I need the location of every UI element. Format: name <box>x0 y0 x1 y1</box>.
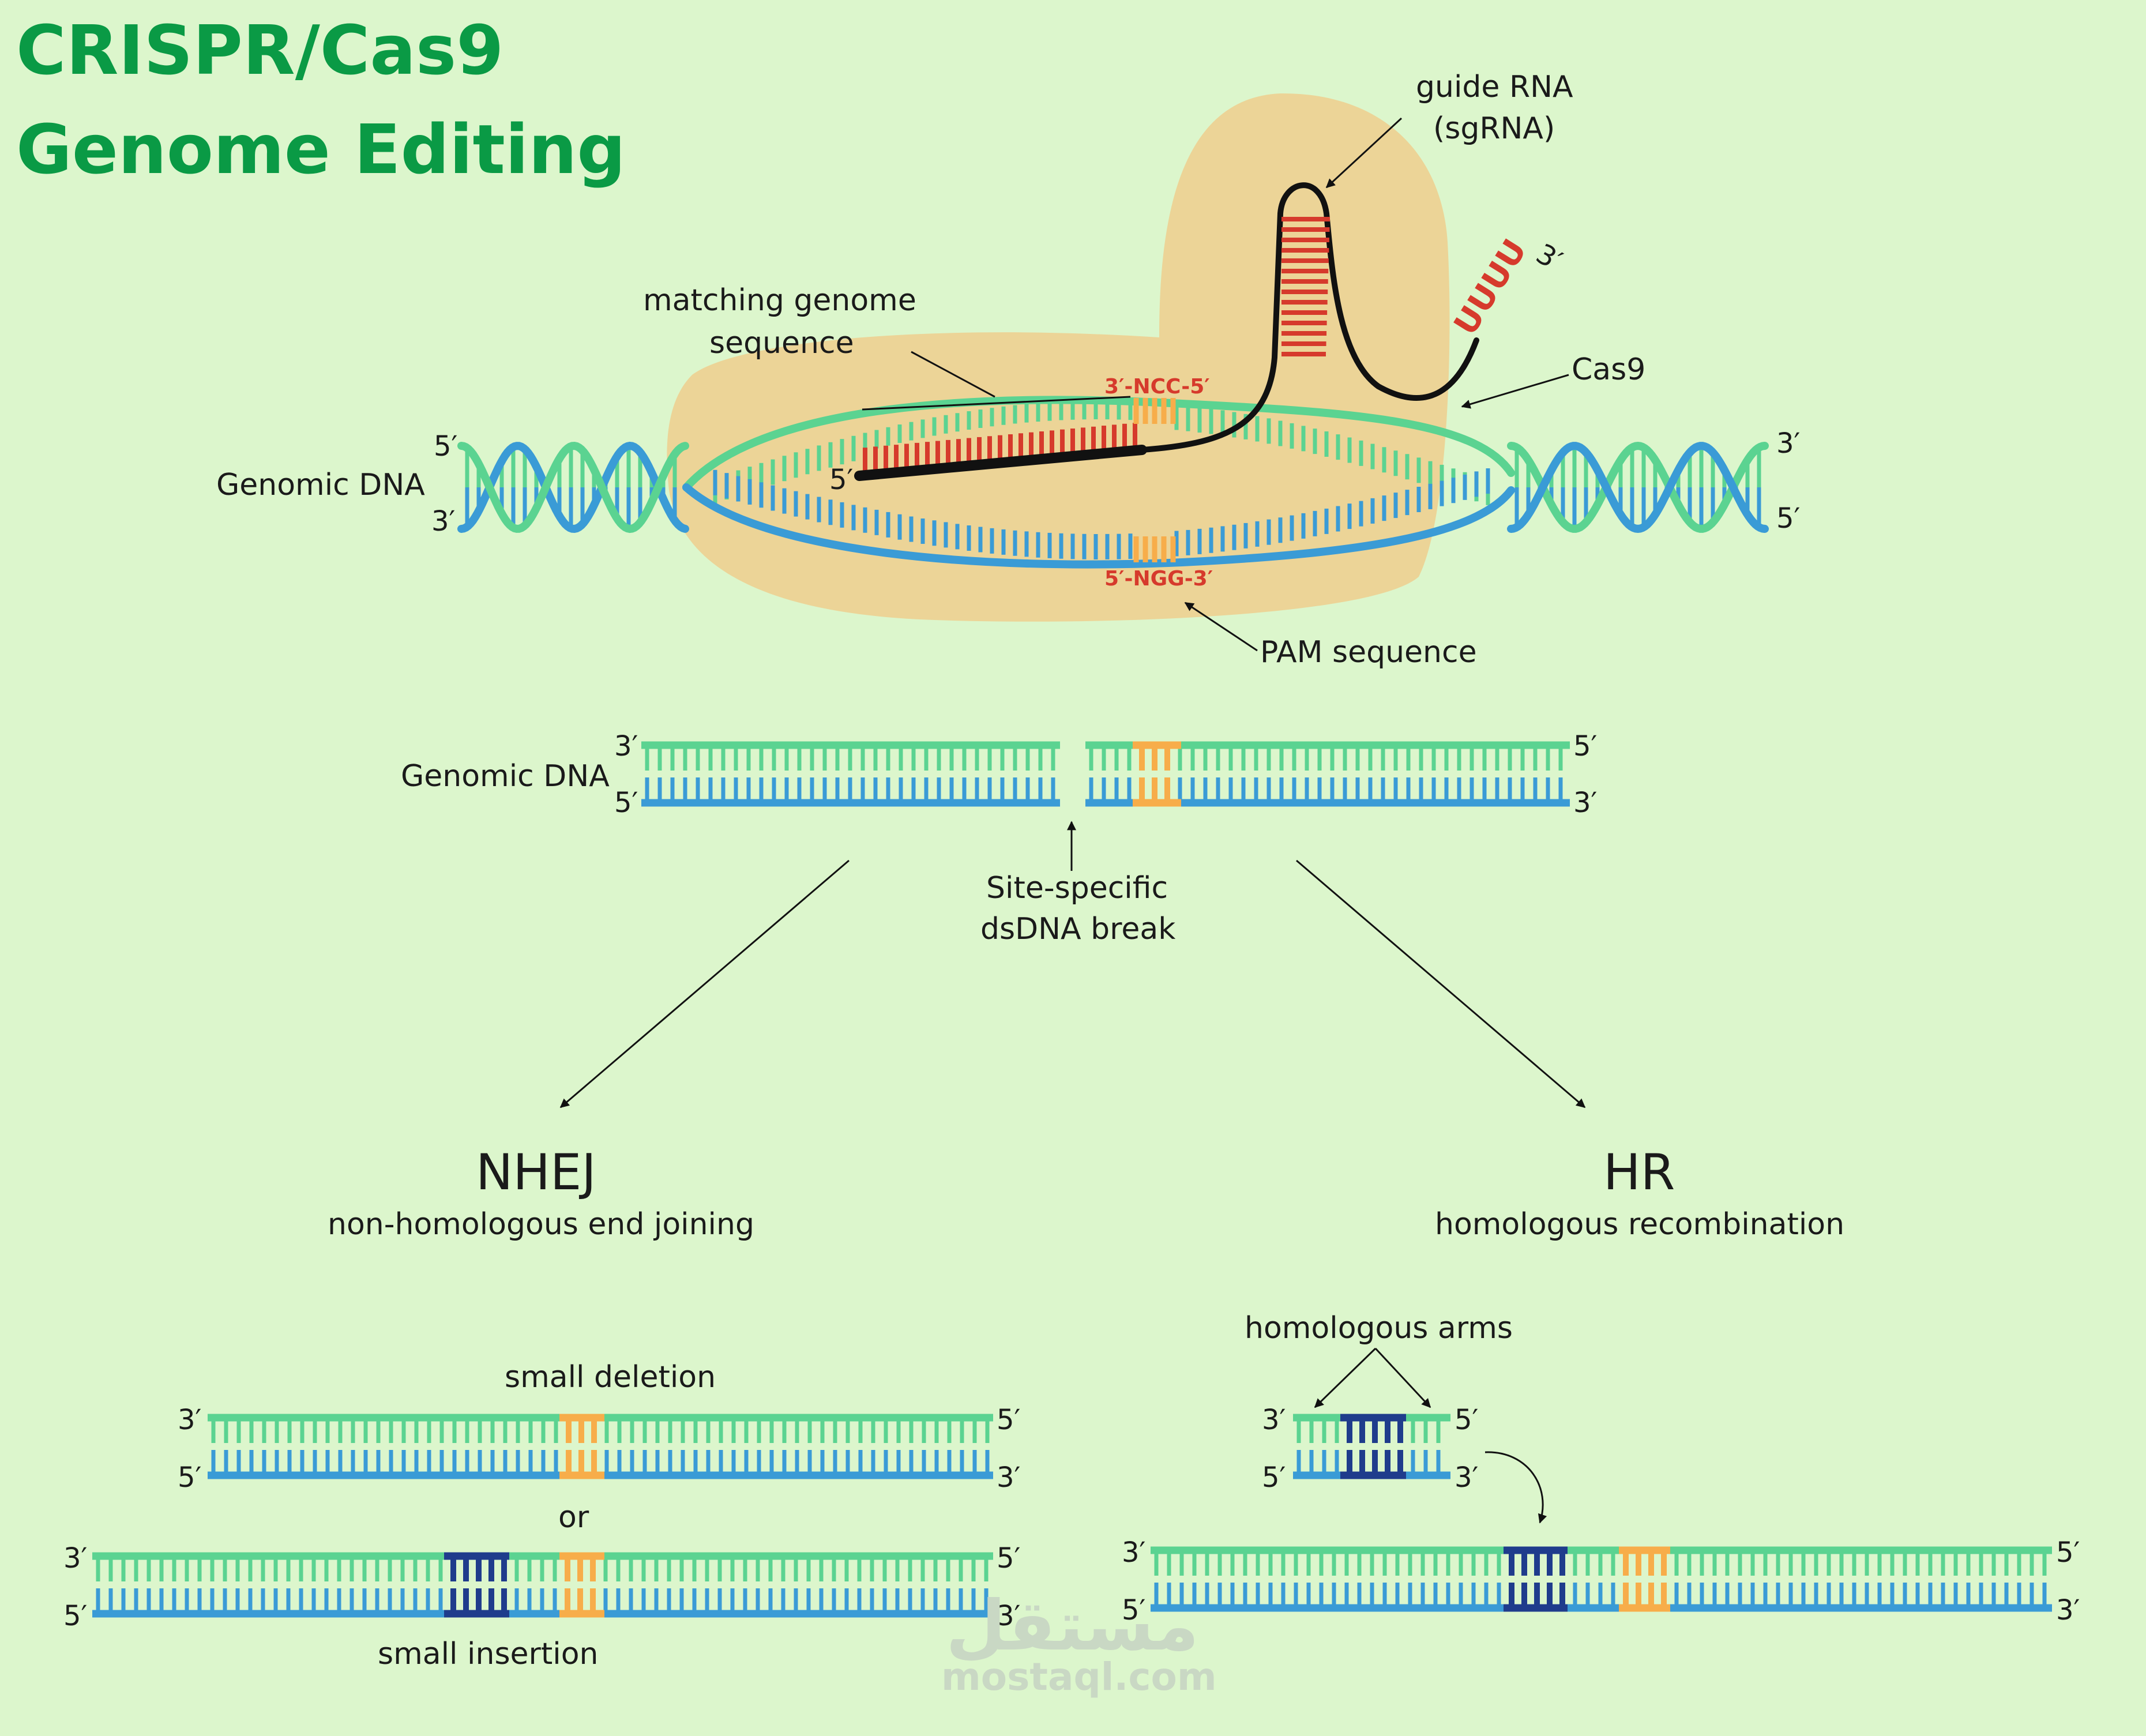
donor-dna <box>1293 1414 1450 1479</box>
cas9-label: Cas9 <box>1572 352 1645 387</box>
guide-5prime: 5′ <box>829 464 853 496</box>
del-right-3prime: 3′ <box>997 1461 1020 1494</box>
mid-right-5prime: 5′ <box>1573 730 1597 762</box>
top-left-5prime: 5′ <box>434 430 457 463</box>
ins-left-5prime: 5′ <box>63 1600 87 1632</box>
homologous-arms-label: homologous arms <box>1245 1311 1513 1346</box>
matching-sequence-label-1: matching genome <box>643 283 916 318</box>
pam-sequence-label: PAM sequence <box>1260 635 1477 670</box>
arrow-to-nhej <box>559 859 850 1109</box>
or-label: or <box>558 1500 589 1535</box>
bubble-bottom-strand <box>682 483 1515 569</box>
title-line-2: Genome Editing <box>16 110 626 189</box>
sgrna-label: (sgRNA) <box>1433 111 1555 146</box>
nhej-subtitle: non-homologous end joining <box>328 1207 754 1242</box>
watermark-arabic: مستقل <box>946 1586 1199 1666</box>
hr-left-5prime: 5′ <box>1122 1594 1145 1626</box>
top-right-3prime: 3′ <box>1776 427 1800 460</box>
del-left-5prime: 5′ <box>178 1461 201 1494</box>
genomic-dna-label-top: Genomic DNA <box>216 468 425 502</box>
top-right-5prime: 5′ <box>1776 502 1800 535</box>
hr-right-3prime: 3′ <box>2056 1594 2080 1626</box>
right-helix-green-strand <box>1507 441 1769 533</box>
hr-right-5prime: 5′ <box>2056 1536 2080 1569</box>
arm-arrow-left <box>1314 1347 1377 1408</box>
pam-arrow <box>1184 602 1258 652</box>
hr-heading: HR <box>1603 1144 1675 1201</box>
nhej-heading: NHEJ <box>476 1144 596 1201</box>
right-helix-blue-strand <box>1507 442 1769 533</box>
rna-3prime-label: 3′ <box>1531 238 1568 277</box>
mid-left-3prime: 3′ <box>614 730 638 762</box>
ins-right-5prime: 5′ <box>997 1542 1020 1575</box>
rna-3prime-group: 3′ <box>1531 238 1568 277</box>
guide-rna-thick-end <box>854 445 1147 481</box>
matching-sequence-pointer <box>862 351 1131 411</box>
dsdna-break-label: dsDNA break <box>980 912 1175 946</box>
arm-arrow-right <box>1374 1347 1431 1408</box>
ins-left-3prime: 3′ <box>63 1542 87 1575</box>
donor-insert-arrow <box>1484 1451 1547 1524</box>
mid-right-3prime: 3′ <box>1573 787 1597 819</box>
site-specific-label: Site-specific <box>986 871 1168 905</box>
donor-right-5prime: 5′ <box>1455 1404 1478 1436</box>
ins-right-3prime: 3′ <box>997 1600 1020 1632</box>
uuuu-label: UUUU <box>1447 233 1535 342</box>
cas9-arrow <box>1461 374 1569 409</box>
del-right-5prime: 5′ <box>997 1404 1020 1436</box>
guide-rna-base-pairs <box>863 423 1137 474</box>
broken-genomic-dna <box>641 741 1570 807</box>
mid-left-5prime: 5′ <box>614 787 638 819</box>
hr-subtitle: homologous recombination <box>1435 1207 1844 1242</box>
donor-right-3prime: 3′ <box>1455 1461 1478 1494</box>
del-left-3prime: 3′ <box>178 1404 201 1436</box>
small-deletion-dna <box>208 1414 993 1479</box>
title-line-1: CRISPR/Cas9 <box>16 10 503 90</box>
ngg-sequence-label: 5′-NGG-3′ <box>1104 567 1213 591</box>
donor-left-5prime: 5′ <box>1262 1461 1286 1494</box>
guide-rna-label: guide RNA <box>1416 70 1573 104</box>
hairpin-stem <box>1281 217 1330 356</box>
left-helix-green-strand <box>457 441 689 533</box>
hr-edited-dna <box>1151 1546 2052 1612</box>
small-insertion-label: small insertion <box>378 1637 599 1671</box>
hr-left-3prime: 3′ <box>1122 1536 1145 1569</box>
left-helix-blue-strand <box>457 441 689 533</box>
top-pam-rungs <box>1133 398 1176 562</box>
uuuu-label-group: UUUU <box>1447 233 1535 342</box>
cas9-protein <box>667 93 1450 622</box>
small-deletion-label: small deletion <box>505 1360 716 1395</box>
donor-left-3prime: 3′ <box>1262 1404 1286 1436</box>
ncc-sequence-label: 3′-NCC-5′ <box>1104 375 1210 399</box>
matching-sequence-label-2: sequence <box>709 326 854 360</box>
guide-rna-arrow <box>1325 117 1403 189</box>
guide-rna-strand <box>856 182 1479 479</box>
top-left-3prime: 3′ <box>431 505 455 538</box>
arrow-to-hr <box>1296 859 1586 1109</box>
small-insertion-dna <box>92 1552 993 1618</box>
genomic-dna-label-mid: Genomic DNA <box>401 759 610 794</box>
watermark-latin: mostaql.com <box>941 1655 1217 1699</box>
